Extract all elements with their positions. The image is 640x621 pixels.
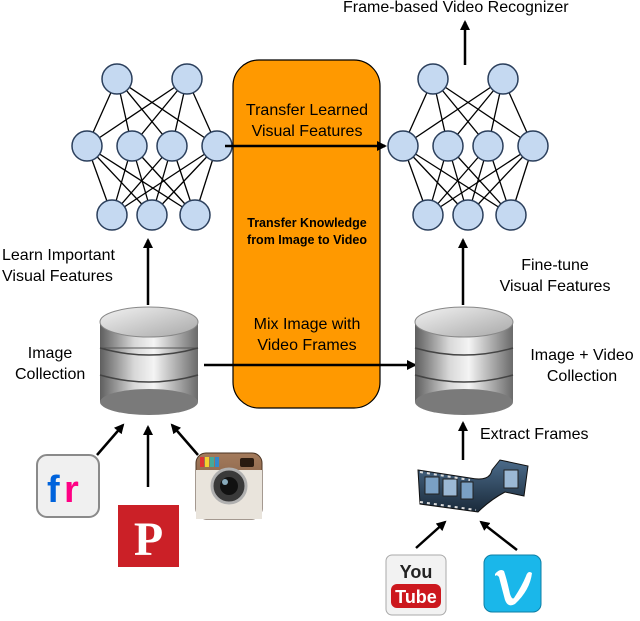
left-nn-edge xyxy=(86,145,153,216)
left-neural-network xyxy=(71,63,233,231)
image-collection-label: Image Collection xyxy=(15,343,85,385)
image-video-database-icon xyxy=(414,306,514,415)
mix-line2: Video Frames xyxy=(257,337,357,354)
arrow-instagram xyxy=(170,423,199,456)
finetune-line1: Fine-tune xyxy=(521,257,589,274)
right-nn-edge xyxy=(402,78,504,147)
transfer-knowledge-line2: from Image to Video xyxy=(247,233,367,247)
svg-text:f: f xyxy=(47,469,60,511)
right-neural-network xyxy=(387,63,549,231)
left-nn-node-layer2 xyxy=(156,130,188,162)
right-nn-node-layer3 xyxy=(412,199,444,231)
right-nn-node-layer2 xyxy=(432,130,464,162)
left-nn-node-layer3 xyxy=(136,199,168,231)
right-nn-node-layer1 xyxy=(487,63,519,95)
arrow-flickr xyxy=(96,423,125,456)
flickr-logo-icon: f r xyxy=(36,454,100,518)
learn-line1: Learn Important xyxy=(2,247,115,264)
right-nn-node-layer2 xyxy=(387,130,419,162)
transfer-features-line2: Visual Features xyxy=(251,123,363,140)
right-nn-edge xyxy=(402,145,469,216)
left-nn-edge xyxy=(86,145,196,216)
learn-features-label: Learn Important Visual Features xyxy=(2,245,115,287)
svg-text:You: You xyxy=(400,562,433,582)
learn-line2: Visual Features xyxy=(2,268,113,285)
left-nn-node-layer2 xyxy=(71,130,103,162)
image-collection-database-icon xyxy=(99,306,199,415)
right-nn-node-layer2 xyxy=(517,130,549,162)
left-nn-node-layer1 xyxy=(101,63,133,95)
arrow-vimeo xyxy=(479,520,518,551)
image-video-line1: Image + Video xyxy=(530,347,634,364)
instagram-logo-icon xyxy=(195,452,263,520)
finetune-label: Fine-tune Visual Features xyxy=(490,255,620,297)
top-title: Frame-based Video Recognizer xyxy=(343,0,569,16)
mix-label: Mix Image with Video Frames xyxy=(234,314,380,356)
transfer-knowledge-label: Transfer Knowledge from Image to Video xyxy=(234,215,380,249)
right-nn-edge xyxy=(427,145,534,216)
finetune-line2: Visual Features xyxy=(499,278,611,295)
right-nn-edge xyxy=(402,145,512,216)
arrow-youtube xyxy=(415,520,447,549)
right-nn-edge xyxy=(432,78,534,147)
left-nn-node-layer3 xyxy=(96,199,128,231)
image-collection-line2: Collection xyxy=(15,366,86,383)
vimeo-logo-icon xyxy=(483,554,542,613)
left-nn-node-layer2 xyxy=(116,130,148,162)
transfer-knowledge-line1: Transfer Knowledge xyxy=(247,216,367,230)
left-nn-edge xyxy=(116,78,218,147)
youtube-logo-icon: You Tube xyxy=(385,554,447,616)
svg-text:Tube: Tube xyxy=(395,587,437,607)
transfer-features-label: Transfer Learned Visual Features xyxy=(234,100,380,142)
image-video-line2: Collection xyxy=(546,368,618,385)
left-nn-node-layer3 xyxy=(179,199,211,231)
mix-line1: Mix Image with xyxy=(253,316,361,333)
left-nn-edge xyxy=(151,145,218,216)
extract-frames-label: Extract Frames xyxy=(480,426,589,443)
svg-text:r: r xyxy=(64,469,79,511)
right-nn-node-layer1 xyxy=(417,63,449,95)
pinterest-logo-icon: P xyxy=(118,505,179,567)
left-nn-node-layer1 xyxy=(171,63,203,95)
image-video-collection-label: Image + Video Collection xyxy=(524,345,640,387)
right-nn-node-layer3 xyxy=(495,199,527,231)
image-collection-line1: Image xyxy=(27,345,73,362)
svg-text:P: P xyxy=(134,513,163,566)
right-nn-edge xyxy=(467,145,534,216)
right-nn-node-layer2 xyxy=(472,130,504,162)
film-strip-icon xyxy=(417,459,529,513)
transfer-features-line1: Transfer Learned xyxy=(245,102,369,119)
right-nn-node-layer3 xyxy=(452,199,484,231)
left-nn-edge xyxy=(111,145,218,216)
left-nn-edge xyxy=(86,78,188,147)
